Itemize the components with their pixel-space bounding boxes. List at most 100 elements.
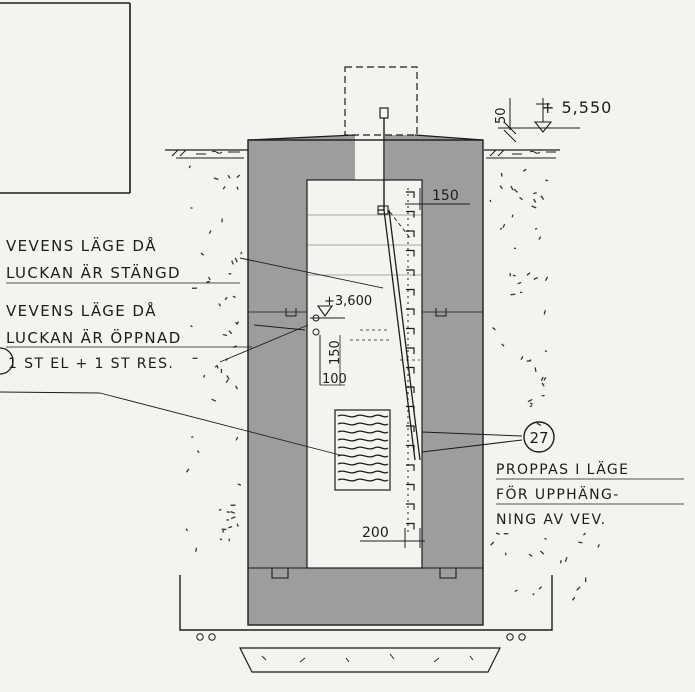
- soil-dot: [218, 303, 222, 307]
- soil-dot: [526, 272, 531, 276]
- soil-dot: [224, 296, 228, 301]
- el-res-text: 1 ST EL + 1 ST RES.: [8, 356, 174, 372]
- grating-slat: [337, 470, 389, 474]
- grating-slat: [337, 446, 389, 450]
- ladder-icon: [406, 188, 415, 535]
- plug-line2: FÖR UPPHÄNG-: [496, 485, 620, 503]
- soil-dot: [529, 359, 532, 362]
- soil-dot: [529, 405, 533, 408]
- ladder-rung: [406, 230, 415, 237]
- soil-dot: [213, 177, 219, 181]
- soil-dot: [538, 236, 542, 240]
- soil-dot: [511, 214, 514, 218]
- soil-dot: [200, 252, 205, 256]
- soil-dot: [531, 205, 537, 209]
- soil-dot: [576, 586, 581, 591]
- soil-dot: [214, 364, 218, 368]
- soil-fill: [185, 165, 600, 601]
- soil-dot: [522, 168, 527, 172]
- soil-dot: [191, 436, 194, 439]
- soil-dot: [489, 199, 492, 203]
- ladder-rung: [406, 503, 415, 510]
- soil-dot: [532, 593, 535, 596]
- soil-dot: [230, 510, 235, 514]
- soil-dot: [222, 185, 226, 190]
- soil-dot: [190, 325, 193, 328]
- detail-marker-text: 27: [529, 429, 548, 447]
- crank-lines: [350, 205, 421, 461]
- soil-dot: [185, 528, 189, 532]
- crank-closed-line1: VEVENS LÄGE DÅ: [6, 236, 157, 255]
- soil-dot: [218, 508, 222, 511]
- ladder-rung: [406, 191, 415, 198]
- detail-marker-27: 27: [523, 421, 555, 453]
- soil-dot: [541, 382, 545, 387]
- soil-dot: [206, 280, 211, 283]
- soil-dot: [519, 196, 523, 201]
- soil-dot: [236, 523, 239, 527]
- soil-dot: [544, 349, 548, 353]
- top-150-dimension: 150: [405, 188, 470, 210]
- soil-dot: [232, 295, 236, 299]
- soil-dot: [533, 198, 537, 203]
- ladder-rung: [406, 249, 415, 257]
- soil-dot: [236, 174, 241, 179]
- ladder-rung: [406, 522, 415, 530]
- lid-dashed-box: [344, 66, 418, 210]
- leader-lines: [0, 257, 523, 456]
- soil-dot: [225, 379, 229, 384]
- soil-dot: [188, 165, 191, 169]
- soil-dot: [540, 376, 544, 382]
- ladder-rung: [406, 386, 415, 393]
- soil-dot: [582, 532, 587, 536]
- grating-slat: [337, 414, 389, 418]
- ladder-rung: [406, 308, 415, 315]
- soil-dot: [196, 450, 200, 454]
- foundation-slab: [179, 575, 553, 673]
- ladder-rung: [406, 425, 415, 432]
- soil-dot: [564, 556, 568, 563]
- soil-dot: [499, 227, 503, 231]
- soil-dot: [230, 516, 236, 520]
- dim-150-side-text: 150: [328, 340, 343, 365]
- soil-dot: [544, 537, 547, 540]
- soil-dot: [534, 367, 537, 373]
- soil-dot: [571, 596, 576, 601]
- soil-dot: [533, 277, 538, 280]
- soil-dot: [490, 541, 495, 546]
- side-dimensions: 150 100: [319, 335, 347, 387]
- soil-dot: [234, 321, 239, 325]
- soil-dot: [544, 276, 549, 282]
- soil-dot: [545, 179, 549, 182]
- soil-dot: [228, 330, 233, 335]
- soil-dot: [208, 230, 212, 235]
- ladder-rung: [406, 210, 415, 218]
- grating-slat: [337, 454, 389, 458]
- soil-dot: [234, 257, 238, 263]
- bottom-200-dimension: 200: [360, 525, 425, 548]
- dim-50-text: 50: [494, 107, 509, 124]
- soil-dot: [211, 398, 217, 402]
- soil-dot: [219, 538, 223, 541]
- soil-dot: [222, 333, 228, 337]
- title-box-frame: [0, 2, 131, 194]
- mid-level-mark: +3,600: [310, 294, 372, 336]
- level-top-text: + 5,550: [541, 98, 612, 117]
- plug-line1: PROPPAS I LÄGE: [496, 460, 629, 478]
- soil-dot: [208, 276, 211, 281]
- soil-dot: [190, 207, 193, 209]
- soil-dot: [527, 398, 533, 403]
- soil-dot: [228, 525, 233, 529]
- soil-dot: [235, 436, 239, 441]
- soil-dot: [499, 185, 503, 190]
- soil-dot: [513, 188, 518, 193]
- soil-dot: [203, 374, 206, 378]
- grating-icon: [334, 409, 391, 491]
- soil-dot: [237, 483, 242, 486]
- soil-dot: [538, 586, 542, 590]
- partial-circle-marker: [0, 347, 14, 375]
- ladder-rung: [406, 464, 415, 471]
- grating-slat: [337, 462, 389, 466]
- soil-dot: [195, 547, 198, 552]
